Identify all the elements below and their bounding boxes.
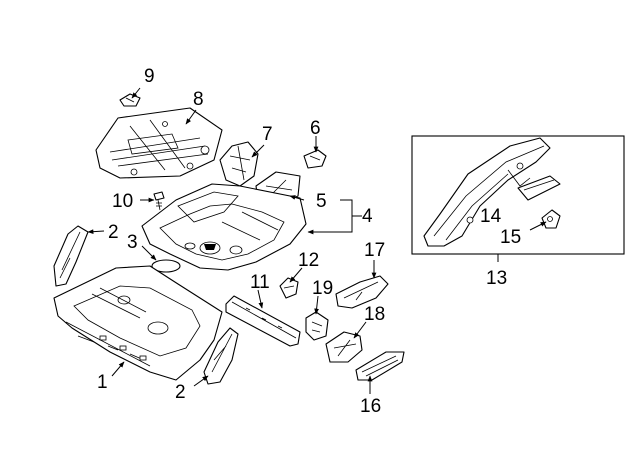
callout-4: 4 — [362, 206, 373, 227]
callout-14: 14 — [480, 206, 502, 227]
part-14-bracket — [517, 175, 561, 201]
part-6-clip — [303, 149, 327, 169]
callout-19: 19 — [312, 278, 333, 299]
part-17-extension — [335, 275, 389, 309]
callout-1: 1 — [97, 372, 108, 393]
callout-11: 11 — [250, 272, 270, 293]
callout-16: 16 — [360, 396, 381, 417]
part-2-rail-lower — [203, 327, 239, 385]
part-10-bolt — [153, 191, 165, 211]
part-9-clip — [119, 93, 141, 107]
callout-2-upper: 2 — [108, 222, 119, 243]
callout-3: 3 — [127, 232, 138, 253]
part-4-rear-floor-pan — [141, 183, 307, 271]
callout-17: 17 — [364, 240, 385, 261]
part-16-rail-end — [355, 351, 405, 381]
part-14-side-rail — [423, 137, 551, 247]
callout-18: 18 — [364, 304, 385, 325]
part-15-bracket — [541, 209, 561, 229]
part-7-bracket — [219, 141, 259, 187]
callout-labels: 9 8 7 6 5 4 10 2 3 11 12 17 19 18 16 1 2… — [97, 66, 521, 417]
callout-6: 6 — [310, 118, 321, 139]
part-11-crossmember — [225, 295, 301, 347]
assembly-13-box — [411, 135, 625, 255]
callout-7: 7 — [262, 124, 273, 145]
callout-9: 9 — [144, 66, 155, 87]
callout-13: 13 — [486, 268, 507, 289]
part-18-reinforcement — [325, 331, 363, 363]
callout-10: 10 — [112, 191, 133, 212]
part-2-rail-upper — [53, 225, 89, 287]
part-1-rear-floor-lower — [53, 265, 223, 381]
part-3-plug — [151, 259, 181, 273]
callout-12: 12 — [298, 250, 319, 271]
part-12-gusset — [279, 277, 299, 299]
callout-15: 15 — [500, 227, 521, 248]
callout-5: 5 — [316, 191, 327, 212]
callout-2-lower: 2 — [175, 382, 186, 403]
callout-8: 8 — [193, 89, 204, 110]
leader-lines — [87, 87, 547, 394]
part-19-bracket — [305, 311, 329, 341]
part-8-trunk-floor-panel — [95, 107, 223, 179]
